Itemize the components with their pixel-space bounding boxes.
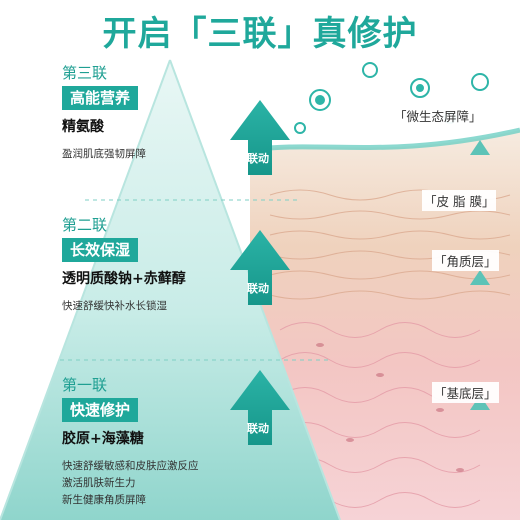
link-label-3: 联动 <box>247 422 269 435</box>
tier-3-badge: 高能营养 <box>62 86 139 110</box>
layer-label-microbiome: 「微生态屏障」 <box>392 105 484 126</box>
tier-1-desc-3: 新生健康角质屏障 <box>62 494 146 506</box>
up-arrow-icons <box>230 100 290 445</box>
tier-1-label: 第一联 <box>62 376 108 394</box>
layer-label-stratum: 「角质层」 <box>432 250 499 271</box>
tier-1-ingredient: 胶原+海藻糖 <box>62 431 144 447</box>
tier-2-desc: 快速舒缓快补水长锁湿 <box>62 300 167 312</box>
skin-layers-illustration <box>249 127 520 520</box>
tier-2-label: 第二联 <box>62 216 108 234</box>
layer-label-sebum: 「皮 脂 膜」 <box>422 190 497 211</box>
link-label-2: 联动 <box>247 282 269 295</box>
tier-2-ingredient: 透明质酸钠+赤藓醇 <box>62 271 186 287</box>
link-label-1: 联动 <box>247 152 269 165</box>
tier-2-badge: 长效保湿 <box>62 238 139 262</box>
tier-3-label: 第三联 <box>62 64 108 82</box>
tier-1-badge: 快速修护 <box>62 398 139 422</box>
layer-label-basal: 「基底层」 <box>432 382 499 403</box>
tier-3-ingredient: 精氨酸 <box>62 119 104 135</box>
tier-3-desc: 盈润肌底强韧屏障 <box>62 148 146 160</box>
page-title: 开启「三联」真修护 <box>102 14 418 54</box>
tier-1-desc-2: 激活肌肤新生力 <box>62 477 136 489</box>
tier-1-desc-1: 快速舒缓敏感和皮肤应激反应 <box>62 460 199 472</box>
